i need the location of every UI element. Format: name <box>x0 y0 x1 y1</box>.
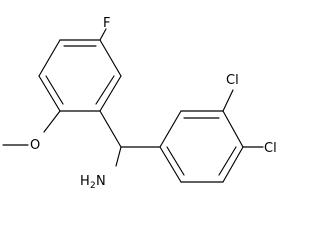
aryl-methine-bond-left <box>99 110 122 148</box>
amine-h-label: H <box>80 174 90 189</box>
chlorine-meta-bond <box>222 89 234 112</box>
ring-double-bond <box>95 75 115 105</box>
ring-bond <box>38 75 61 112</box>
amine-bond <box>115 146 122 167</box>
ring-bond <box>222 146 244 183</box>
ring-bond <box>159 110 182 148</box>
ring-double-bond <box>166 146 185 176</box>
structure-canvas: F O H 2 N Cl Cl <box>2 16 277 191</box>
dichlorophenyl-ring <box>159 110 244 183</box>
ring-double-bond <box>218 146 237 176</box>
chlorine-para-label: Cl <box>264 141 277 156</box>
amine-subscript: 2 <box>90 181 96 191</box>
fluorine-label: F <box>103 16 110 31</box>
ring-bond <box>99 75 122 112</box>
fluorine-bond <box>99 28 107 41</box>
chlorine-meta-label: Cl <box>226 73 239 88</box>
ring-bond <box>222 110 244 148</box>
ring-bond <box>99 39 122 77</box>
amine-n-label: N <box>96 174 106 189</box>
ring-bond <box>38 39 61 77</box>
ring-double-bond <box>45 75 64 105</box>
methoxy-oxygen-bond <box>43 110 61 133</box>
fluoromethoxyphenyl-ring <box>38 39 122 112</box>
ring-bond <box>159 146 182 183</box>
oxygen-label: O <box>30 138 40 153</box>
chemical-structure-diagram: F O H 2 N Cl Cl <box>2 16 277 191</box>
